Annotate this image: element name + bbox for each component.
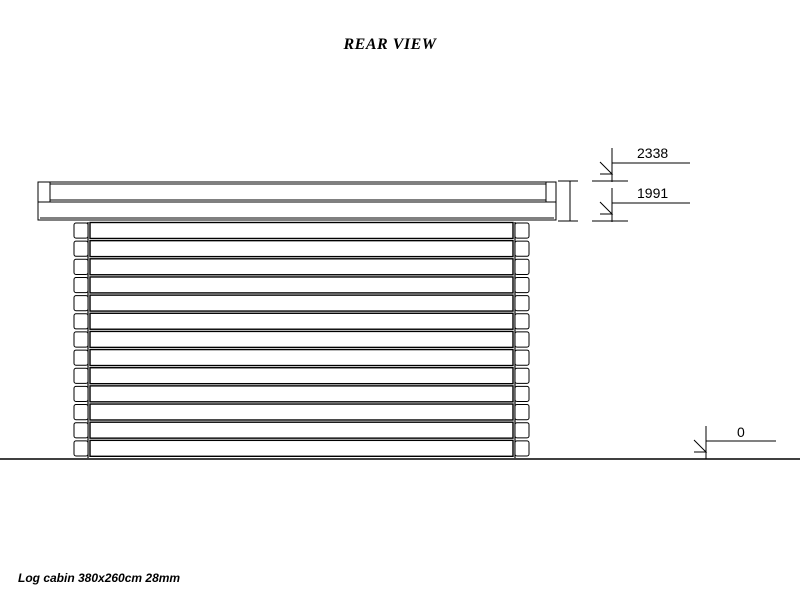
wall-log [89, 312, 514, 330]
corner-log-end [514, 258, 530, 275]
wall-log [89, 439, 514, 458]
corner-log-end [514, 385, 530, 403]
marker-arrow-ridge [599, 161, 614, 175]
corner-log-end [73, 440, 89, 457]
corner-log-end [514, 331, 530, 348]
corner-log-end [73, 404, 89, 421]
wall-log [89, 330, 514, 349]
corner-log-end [73, 349, 89, 366]
wall-log [89, 276, 514, 294]
corner-log-end [514, 440, 530, 457]
roof [37, 181, 557, 221]
level-label-ground: 0 [737, 424, 745, 440]
corner-log-end [73, 367, 89, 384]
corner-log-end [73, 276, 89, 294]
corner-log-end [514, 313, 530, 330]
corner-log-end [73, 222, 89, 239]
drawing-caption: Log cabin 380x260cm 28mm [18, 571, 181, 585]
corner-log-end [73, 313, 89, 330]
corner-log-end [73, 385, 89, 403]
roof-fascia [37, 181, 557, 203]
level-label-ridge: 2338 [637, 145, 668, 161]
corner-log-end [514, 367, 530, 384]
marker-arrow-ground [693, 439, 708, 453]
corner-log-ends-left [73, 222, 89, 457]
wall-log [89, 239, 514, 258]
wall-log [89, 385, 514, 403]
corner-log-end [514, 276, 530, 294]
corner-log-end [73, 240, 89, 257]
wall-log [89, 294, 514, 312]
level-marker-ridge [558, 148, 690, 182]
wall-log [89, 403, 514, 421]
wall-log [89, 258, 514, 276]
corner-log-ends-right [514, 222, 530, 457]
marker-arrow-eave [599, 201, 614, 215]
wall-log [89, 348, 514, 367]
corner-log-end [73, 258, 89, 275]
corner-log-end [73, 422, 89, 439]
corner-log-end [514, 349, 530, 366]
corner-log-end [514, 404, 530, 421]
corner-log-end [514, 422, 530, 439]
level-label-eave: 1991 [637, 185, 668, 201]
corner-log-end [514, 295, 530, 312]
wall-log [89, 367, 514, 385]
corner-log-end [514, 240, 530, 257]
level-marker-ground [686, 426, 776, 460]
view-title: REAR VIEW [343, 36, 437, 53]
wall-log [89, 421, 514, 439]
roof-board [37, 201, 557, 221]
wall-logs [87, 221, 516, 458]
level-marker-eave [558, 181, 690, 222]
corner-log-end [73, 331, 89, 348]
corner-log-end [514, 222, 530, 239]
corner-log-end [73, 295, 89, 312]
wall-log [89, 221, 514, 240]
